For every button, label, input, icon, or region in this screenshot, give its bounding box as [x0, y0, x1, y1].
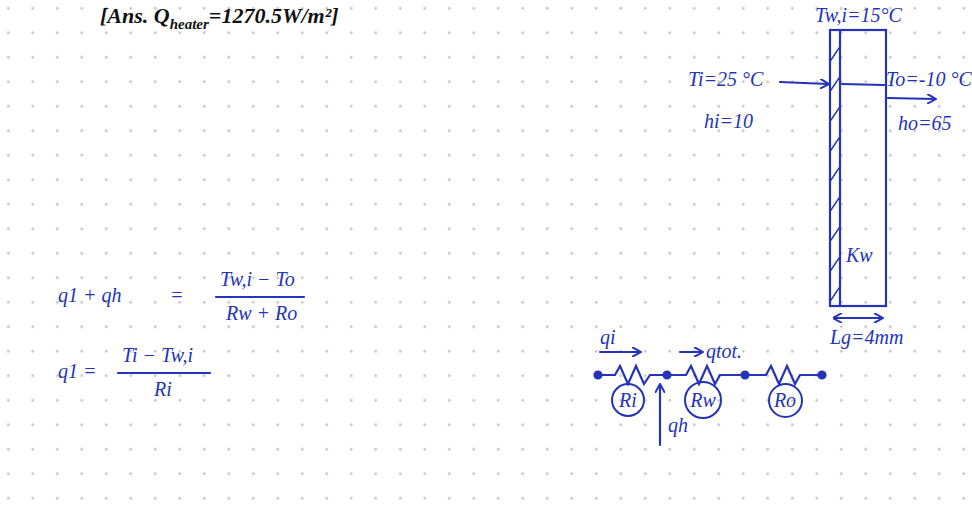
equation-numerator: Tw,i − To — [220, 268, 295, 290]
equation-numerator: Ti − Tw,i — [122, 344, 193, 366]
wall-conductivity: Kw — [846, 244, 873, 266]
wall — [830, 30, 886, 306]
equation-left: q1 = — [58, 360, 97, 382]
flow-label: qtot. — [706, 340, 742, 362]
equation-denominator: Rw + Ro — [226, 302, 297, 324]
equation-left: q1 + qh — [58, 284, 122, 306]
circled-resistance: Ro — [768, 383, 803, 418]
outside-coefficient: ho=65 — [898, 112, 952, 134]
answer-text: =1270.5W/m²] — [209, 4, 339, 28]
equation-sign: = — [170, 284, 184, 306]
resistance-label: Ri — [619, 389, 637, 411]
inside-temperature: Ti=25 °C — [688, 68, 763, 90]
wall-thickness: Lg=4mm — [830, 326, 904, 348]
resistance-label: Ro — [774, 389, 796, 411]
wall-temperature: Tw,i=15°C — [815, 4, 902, 26]
equation-denominator: Ri — [154, 378, 172, 400]
resistance-label: Rw — [690, 389, 716, 411]
circled-resistance: Rw — [684, 381, 722, 419]
flow-label: qh — [668, 414, 688, 436]
inside-coefficient: hi=10 — [704, 110, 753, 132]
answer-text: [Ans. Q — [100, 4, 170, 28]
circled-resistance: Ri — [611, 383, 645, 417]
flow-label: qi — [600, 326, 616, 348]
answer-subscript: heater — [170, 16, 209, 33]
outside-temperature: To=-10 °C — [886, 68, 972, 90]
